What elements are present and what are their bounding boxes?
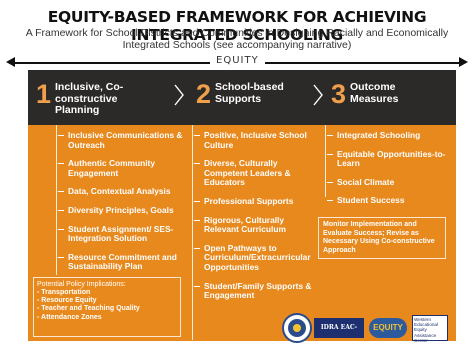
chevron-right-icon xyxy=(313,84,323,106)
monitor-note: Monitor Implementation and Evaluate Succ… xyxy=(318,217,446,259)
policy-item: - Teacher and Teaching Quality xyxy=(37,305,140,313)
policy-heading: Potential Policy Implications: xyxy=(37,281,126,288)
page-subtitle: A Framework for School Districts and Com… xyxy=(25,27,449,51)
column-2-connector xyxy=(192,125,193,340)
list-item: Student Assignment/ SES-Integration Solu… xyxy=(58,224,183,244)
list-item: Resource Commitment and Sustainability P… xyxy=(58,252,183,272)
arrow-right-icon xyxy=(459,57,468,67)
stage-header-band: 1 Inclusive, Co-constructive Planning 2 … xyxy=(28,70,456,125)
stage-1: 1 Inclusive, Co-constructive Planning xyxy=(36,70,166,125)
column-1-connector xyxy=(56,125,57,275)
list-item: Social Climate xyxy=(327,177,449,188)
column-2-list: Positive, Inclusive School Culture Diver… xyxy=(194,130,316,310)
stage-2: 2 School-based Supports xyxy=(196,70,326,125)
stage-3-number: 3 xyxy=(331,79,347,109)
list-item: Equitable Opportunities-to-Learn xyxy=(327,149,449,169)
policy-item: - Attendance Zones xyxy=(37,313,102,321)
chevron-right-icon xyxy=(174,84,184,106)
list-item: Inclusive Communications & Outreach xyxy=(58,130,183,150)
list-item: Diverse, Culturally Competent Leaders & … xyxy=(194,158,316,188)
list-item: Positive, Inclusive School Culture xyxy=(194,130,316,150)
policy-item: - Resource Equity xyxy=(37,297,97,305)
policy-item: - Transportation xyxy=(37,289,91,296)
column-1-list: Inclusive Communications & Outreach Auth… xyxy=(58,130,183,281)
idra-logo: IDRA EAC-South xyxy=(314,318,364,351)
western-logo: Western Educational Equity Assistance Ce… xyxy=(412,315,448,343)
stage-3: 3 Outcome Measures xyxy=(331,70,451,125)
list-item: Open Pathways to Curriculum/Extracurricu… xyxy=(194,243,316,273)
list-item: Authentic Community Engagement xyxy=(58,158,183,178)
list-item: Professional Supports xyxy=(194,196,316,207)
seal-logo-icon xyxy=(282,313,312,343)
stage-2-label: School-based Supports xyxy=(215,81,284,105)
arrow-left-icon xyxy=(6,57,15,67)
page-title: EQUITY-BASED FRAMEWORK FOR ACHIEVING INT… xyxy=(47,8,427,44)
equity-axis: EQUITY xyxy=(0,55,474,68)
stage-2-number: 2 xyxy=(196,79,212,109)
column-3-connector xyxy=(325,125,326,197)
stage-3-label: Outcome Measures xyxy=(350,81,399,105)
list-item: Integrated Schooling xyxy=(327,130,449,141)
stage-1-label: Inclusive, Co-constructive Planning xyxy=(55,81,124,116)
list-item: Data, Contextual Analysis xyxy=(58,187,183,197)
list-item: Student Success xyxy=(327,196,449,206)
equity-label: EQUITY xyxy=(210,55,265,66)
list-item: Diversity Principles, Goals xyxy=(58,205,183,216)
policy-box: Potential Policy Implications: - Transpo… xyxy=(33,277,181,337)
list-item: Student/Family Supports & Engagement xyxy=(194,281,316,301)
stage-1-number: 1 xyxy=(36,79,52,109)
content-panel xyxy=(28,125,456,341)
list-item: Rigorous, Culturally Relevant Curriculum xyxy=(194,215,316,235)
equity-logo: EQUITY xyxy=(369,318,407,338)
column-3-list: Integrated Schooling Equitable Opportuni… xyxy=(327,130,449,215)
